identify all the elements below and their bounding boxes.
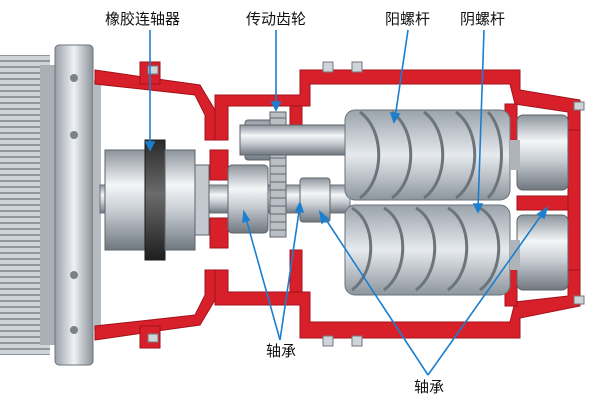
label-male-rotor: 阳螺杆 — [385, 10, 431, 28]
label-bearing-left: 轴承 — [266, 342, 297, 360]
leader-bearing-bottom-a — [322, 214, 429, 376]
motor-flange — [54, 44, 101, 366]
label-rubber-coupling: 橡胶连轴器 — [105, 10, 181, 28]
motor-body — [0, 55, 55, 355]
label-female-rotor: 阴螺杆 — [460, 10, 506, 28]
leader-male-rotor — [394, 29, 409, 119]
female-rotor — [344, 204, 511, 296]
red-housing — [94, 61, 581, 349]
leader-bearing-bottom-b — [427, 209, 546, 376]
upper-shaft — [239, 124, 351, 156]
leader-bearing-left-b — [279, 204, 301, 341]
rubber-coupling — [104, 139, 210, 261]
leader-lines — [144, 29, 549, 376]
housing-bolts — [147, 61, 585, 347]
label-transmission-gear: 传动齿轮 — [246, 10, 307, 28]
leader-bearing-left-a — [244, 214, 281, 341]
label-bearing-bottom: 轴承 — [414, 378, 445, 396]
leader-female-rotor — [477, 29, 485, 211]
shaft-seal — [209, 149, 229, 249]
male-rotor — [344, 109, 511, 201]
